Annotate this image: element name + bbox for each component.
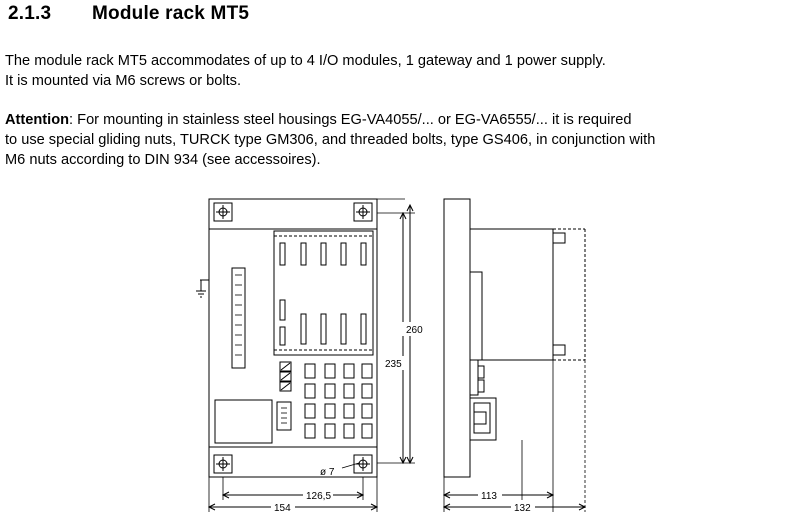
mounting-hole-icon xyxy=(353,202,373,222)
intro-line-2: It is mounted via M6 screws or bolts. xyxy=(5,73,242,89)
intro-line-1: The module rack MT5 accommodates of up t… xyxy=(5,53,606,69)
dsub-connector xyxy=(276,401,292,431)
dim-width-holes: 126,5 xyxy=(306,491,331,502)
ground-icon xyxy=(196,279,209,298)
module-slot-area xyxy=(273,230,374,356)
section-number: 2.1.3 xyxy=(8,3,52,24)
power-supply-block xyxy=(214,399,273,444)
dim-width-total: 154 xyxy=(274,503,291,514)
module-slots xyxy=(279,242,367,346)
front-view xyxy=(196,198,415,512)
dim-hole-diameter: ø 7 xyxy=(320,467,335,478)
terminal-block xyxy=(279,361,292,392)
io-terminals xyxy=(304,363,373,439)
gateway-connector xyxy=(231,267,246,369)
dim-height-total: 260 xyxy=(406,325,423,336)
mounting-hole-icon xyxy=(213,454,233,474)
section-title: Module rack MT5 xyxy=(92,3,250,24)
side-connector xyxy=(469,397,497,441)
rack-outline xyxy=(208,198,378,478)
attention-label: Attention xyxy=(5,112,70,128)
dim-depth-total: 132 xyxy=(514,503,531,514)
attention-line-3: M6 nuts according to DIN 934 (see access… xyxy=(5,152,321,168)
attention-paragraph: Attention: For mounting in stainless ste… xyxy=(5,110,655,170)
intro-paragraph: The module rack MT5 accommodates of up t… xyxy=(5,51,606,91)
section-heading: 2.1.3 Module rack MT5 xyxy=(8,3,249,25)
mounting-hole-icon xyxy=(353,454,373,474)
attention-line-2: to use special gliding nuts, TURCK type … xyxy=(5,132,656,148)
side-view xyxy=(442,198,587,512)
attention-text: : For mounting in stainless steel housin… xyxy=(69,112,632,128)
dim-height-holes: 235 xyxy=(385,359,402,370)
dim-depth-body: 113 xyxy=(481,491,497,502)
mounting-hole-icon xyxy=(213,202,233,222)
attention-line-1: Attention: For mounting in stainless ste… xyxy=(5,110,655,130)
side-plate xyxy=(443,198,471,478)
